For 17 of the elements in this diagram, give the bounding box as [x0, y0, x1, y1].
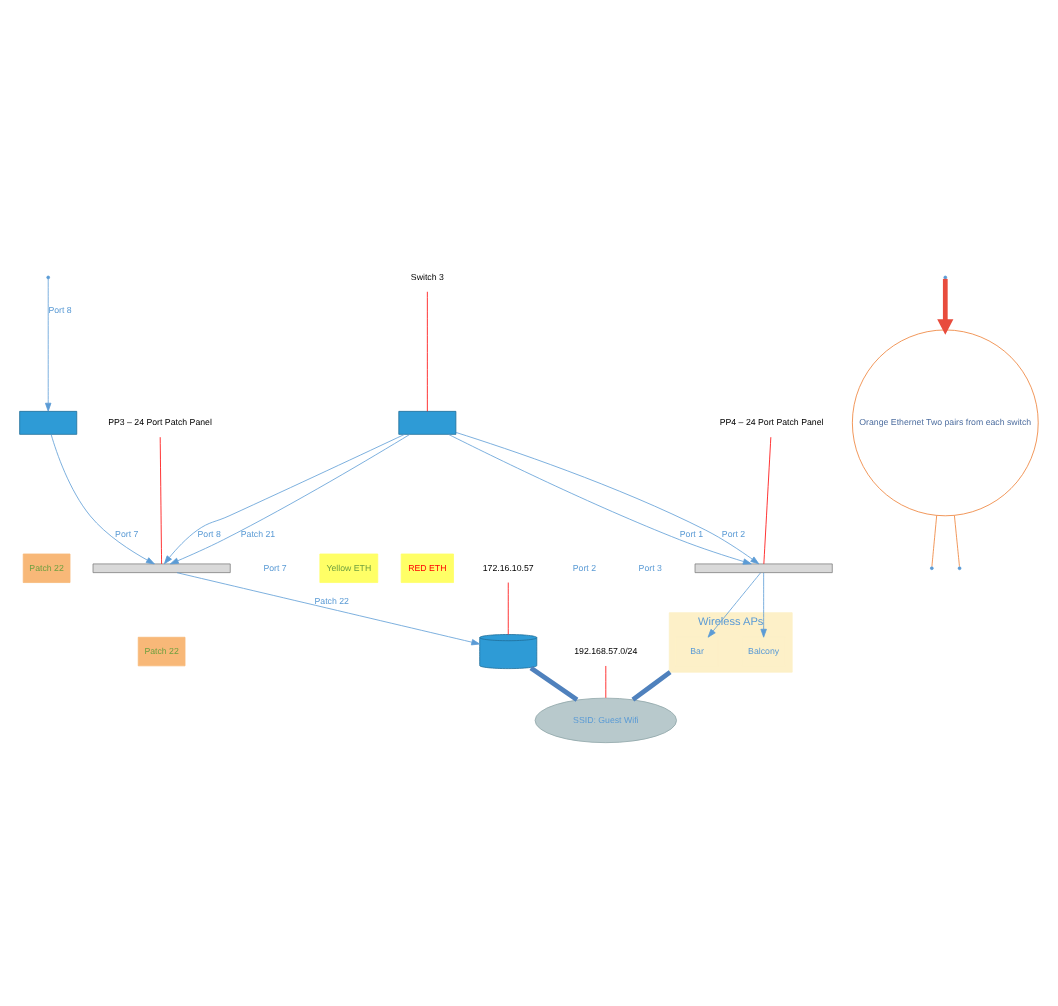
node-bar	[92, 563, 231, 574]
node-box	[19, 410, 78, 435]
arrow	[937, 278, 954, 335]
connector	[426, 291, 428, 412]
connector	[954, 515, 960, 567]
connector	[631, 670, 672, 702]
arrow	[50, 434, 155, 565]
connector	[159, 436, 162, 565]
arrow	[707, 572, 761, 638]
connector	[763, 436, 772, 565]
arrow	[45, 278, 52, 412]
node-box	[398, 410, 457, 435]
connector	[529, 666, 579, 702]
node-bar	[694, 563, 833, 574]
arrow	[176, 572, 481, 646]
arrow	[760, 572, 767, 638]
connector	[931, 515, 938, 567]
